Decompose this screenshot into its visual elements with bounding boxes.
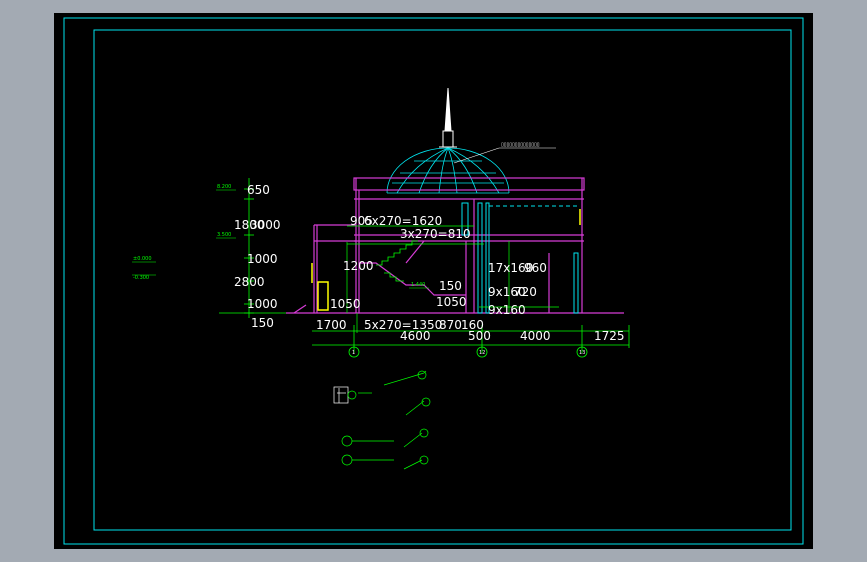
dim-870: 870 [439, 318, 462, 332]
dome-note: ▯▯▯▯▯▯▯▯▯▯▯▯▯▯ [501, 142, 540, 148]
dim-905: 905 [350, 214, 373, 228]
dim-2800: 2800 [234, 275, 265, 289]
elevation-neg0300: -0.300 [133, 275, 149, 281]
cad-section-drawing: ▯▯▯▯▯▯▯▯▯▯▯▯▯▯ [63, 17, 804, 545]
dim-1050-right: 1050 [436, 295, 467, 309]
dim-4600: 4600 [400, 329, 431, 343]
elevation-8200: 8.200 [217, 184, 231, 190]
svg-text:12: 12 [479, 350, 485, 356]
grid-axis-12: 12 [476, 346, 488, 358]
dim-3x270: 3x270=810 [400, 227, 471, 241]
dim-1700: 1700 [316, 318, 347, 332]
dim-1200: 1200 [343, 259, 374, 273]
inner-frame [93, 29, 792, 531]
dim-5x270: 5x270=1350 [364, 318, 442, 332]
dim-650: 650 [247, 183, 270, 197]
dim-160: 160 [461, 318, 484, 332]
dim-150-mid: 150 [439, 279, 462, 293]
spire [439, 87, 457, 148]
dim-1800: 1800 [234, 218, 265, 232]
inner-dimension-lines [346, 225, 559, 333]
dim-1725: 1725 [594, 329, 625, 343]
dome [386, 147, 510, 194]
drawing-sheet: ▯▯▯▯▯▯▯▯▯▯▯▯▯▯ [54, 13, 813, 549]
dim-1050-left: 1050 [330, 297, 361, 311]
dim-150: 150 [251, 316, 274, 330]
dim-3000: 3000 [250, 218, 281, 232]
dim-9x160-b: 9x160 [488, 303, 526, 317]
elevation-0000: ±0.000 [133, 256, 152, 262]
svg-text:1: 1 [352, 350, 355, 356]
dim-960: 960 [524, 261, 547, 275]
building-section [286, 177, 624, 314]
left-dimension-line [219, 178, 286, 318]
dim-9x160-a: 9x160 [488, 285, 526, 299]
outer-frame [63, 17, 804, 545]
bottom-dimension-line [312, 325, 630, 353]
grid-axis-1: 1 [348, 346, 360, 358]
dim-720: 720 [514, 285, 537, 299]
yellow-elements [311, 209, 581, 311]
dim-500: 500 [468, 329, 491, 343]
dim-6x270: 6x270=1620 [364, 214, 442, 228]
elevation-3500: 3.500 [217, 232, 231, 238]
dome-leader [453, 147, 556, 164]
elevation-marks [132, 189, 429, 289]
detail-callouts [333, 370, 431, 470]
elevation-1440: 1.440 [411, 282, 425, 288]
dim-4000: 4000 [520, 329, 551, 343]
dim-1000-a: 1000 [247, 252, 278, 266]
svg-text:13: 13 [579, 350, 585, 356]
stair [376, 240, 418, 282]
dim-17x160: 17x160 [488, 261, 533, 275]
columns [461, 202, 579, 314]
dim-1000-b: 1000 [247, 297, 278, 311]
grid-axis-13: 13 [576, 346, 588, 358]
